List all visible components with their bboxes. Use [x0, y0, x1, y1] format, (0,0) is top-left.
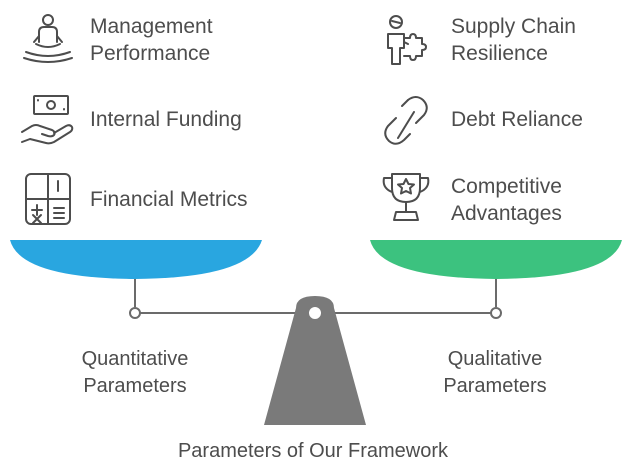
- trophy-star-icon: [378, 168, 434, 224]
- right-item-label-competitive-advantages: Competitive Advantages: [451, 175, 562, 225]
- right-pan: [370, 240, 622, 279]
- meditation-person-icon: [20, 12, 76, 68]
- broken-chain-icon: [378, 92, 434, 148]
- left-beam-joint: [129, 307, 141, 319]
- scale-fulcrum: [264, 296, 366, 425]
- left-pan: [10, 240, 262, 279]
- calculator-icon: [20, 170, 76, 226]
- left-pan-label: Quantitative Parameters: [81, 348, 189, 397]
- right-item-label-debt-reliance: Debt Reliance: [451, 108, 583, 131]
- left-item-label-internal-funding: Internal Funding: [90, 108, 242, 131]
- left-item-label-financial-metrics: Financial Metrics: [90, 188, 248, 211]
- left-item-label-management: Management Performance: [90, 15, 213, 65]
- right-item-label-supply-chain: Supply Chain Resilience: [451, 15, 576, 65]
- diagram-caption: Parameters of Our Framework: [177, 440, 449, 462]
- hand-money-icon: [20, 92, 76, 148]
- person-puzzle-icon: [378, 12, 434, 68]
- right-pan-label: Qualitative Parameters: [443, 348, 547, 397]
- fulcrum-pivot: [307, 305, 323, 321]
- right-beam-joint: [490, 307, 502, 319]
